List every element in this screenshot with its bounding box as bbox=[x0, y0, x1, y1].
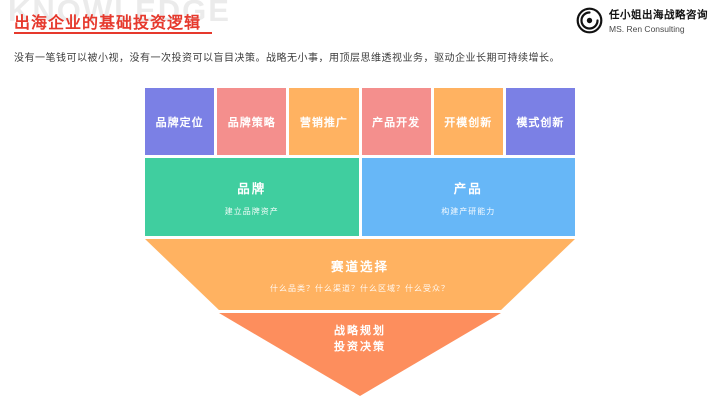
funnel-cell-brand-positioning: 品牌定位 bbox=[145, 88, 215, 155]
investment-funnel-diagram: 品牌定位 品牌策略 营销推广 产品开发 开模创新 模式创新 品牌 建立品牌资产 … bbox=[145, 88, 576, 396]
brand-logo: 任小姐出海战略咨询 MS. Ren Consulting bbox=[576, 7, 708, 34]
page-title: 出海企业的基础投资逻辑 bbox=[14, 15, 202, 32]
funnel-cell-marketing-promotion: 营销推广 bbox=[289, 88, 359, 155]
watermark-text: KNOWLEDGE bbox=[8, 0, 231, 28]
funnel-product-block: 产品 构建产研能力 bbox=[361, 158, 575, 236]
funnel-base-block: 战略规划 投资决策 bbox=[219, 313, 501, 396]
funnel-brand-block: 品牌 建立品牌资产 bbox=[145, 158, 359, 236]
brand-logo-text: 任小姐出海战略咨询 MS. Ren Consulting bbox=[609, 7, 708, 34]
funnel-product-title: 产品 bbox=[453, 181, 483, 196]
funnel-product-subtitle: 构建产研能力 bbox=[441, 206, 496, 216]
funnel-base-row: 战略规划 投资决策 bbox=[145, 313, 575, 396]
brand-name-cn: 任小姐出海战略咨询 bbox=[609, 9, 708, 21]
funnel-mid-row: 品牌 建立品牌资产 产品 构建产研能力 bbox=[145, 158, 575, 236]
funnel-track-subtitle: 什么品类？什么渠道？什么区域？什么受众？ bbox=[270, 283, 450, 293]
funnel-base-line1: 战略规划 bbox=[334, 325, 386, 337]
funnel-cell-model-innovation: 模式创新 bbox=[505, 88, 576, 155]
funnel-brand-subtitle: 建立品牌资产 bbox=[224, 206, 279, 216]
funnel-track-title: 赛道选择 bbox=[330, 259, 389, 274]
funnel-cell-brand-strategy: 品牌策略 bbox=[217, 88, 287, 155]
funnel-top-row: 品牌定位 品牌策略 营销推广 产品开发 开模创新 模式创新 bbox=[145, 88, 576, 155]
title-underline bbox=[14, 32, 212, 34]
brand-name-en: MS. Ren Consulting bbox=[609, 24, 685, 34]
funnel-base-line2: 投资决策 bbox=[334, 340, 386, 353]
funnel-track-block: 赛道选择 什么品类？什么渠道？什么区域？什么受众？ bbox=[145, 239, 575, 310]
intro-text: 没有一笔钱可以被小视，没有一次投资可以盲目决策。战略无小事，用顶层思维透视业务，… bbox=[14, 53, 560, 64]
brand-logo-icon bbox=[576, 7, 603, 34]
funnel-cell-product-development: 产品开发 bbox=[361, 88, 431, 155]
funnel-cell-mold-innovation: 开模创新 bbox=[433, 88, 503, 155]
funnel-brand-title: 品牌 bbox=[237, 181, 267, 196]
